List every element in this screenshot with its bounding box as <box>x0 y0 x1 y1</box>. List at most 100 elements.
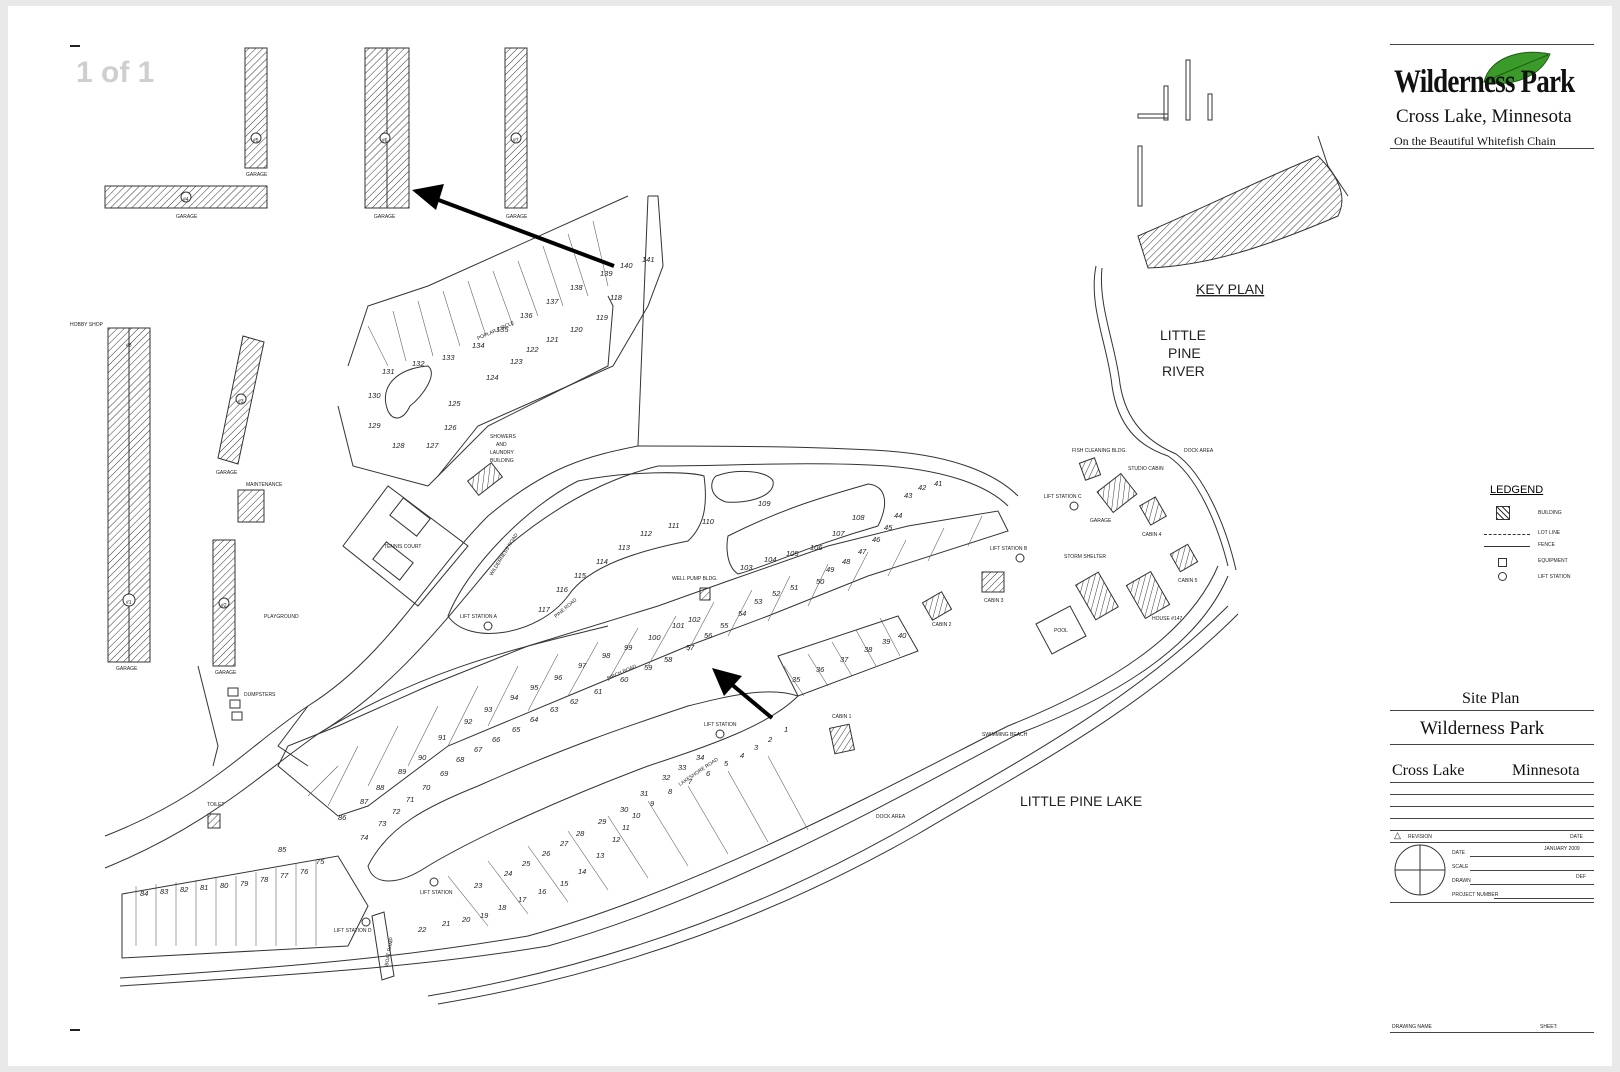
lot-number: 57 <box>686 643 695 652</box>
city: Cross Lake <box>1392 762 1465 779</box>
lot-number: 136 <box>520 311 533 320</box>
shoreline <box>427 265 1239 1005</box>
lot-number: 79 <box>240 879 249 888</box>
lot-number: 132 <box>412 359 425 368</box>
leaf-logo-icon <box>1483 51 1551 84</box>
revision-label: REVISION <box>1408 834 1432 840</box>
house-label: HOUSE #147 <box>1152 616 1183 622</box>
lot-number: 120 <box>570 325 583 334</box>
legend: LEDGEND BUILDING LOT LINE FENCE EQUIPMEN… <box>1482 484 1602 604</box>
svg-text:BUILDING: BUILDING <box>490 458 514 464</box>
toilet-building <box>207 813 221 829</box>
poplar-circle-area <box>337 195 629 487</box>
lot-number: 12 <box>612 835 621 844</box>
lot-number: 128 <box>392 441 405 450</box>
lot-number: 24 <box>503 869 512 878</box>
lot-number: 94 <box>510 693 518 702</box>
lot-number: 119 <box>596 313 609 322</box>
showers-building <box>466 461 504 497</box>
lot-number: 105 <box>786 549 799 558</box>
lot-lines <box>135 220 983 946</box>
lot-number: 51 <box>790 583 798 592</box>
lot-number: 56 <box>704 631 713 640</box>
lift-station-a-label: LIFT STATION A <box>460 614 498 620</box>
dock-area-label: DOCK AREA <box>876 814 906 820</box>
garage-number: #2 <box>221 603 227 609</box>
storm-shelter-label: STORM SHELTER <box>1064 554 1106 560</box>
cabin-5 <box>1169 543 1199 573</box>
project-name: Wilderness Park <box>1420 718 1545 739</box>
garage-label: GARAGE <box>246 172 268 178</box>
playground-label: PLAYGROUND <box>264 614 299 620</box>
cabin-4-label: CABIN 4 <box>1142 532 1162 538</box>
lot-number: 47 <box>858 547 867 556</box>
date-label: DATE <box>1452 850 1465 856</box>
lot-number: 39 <box>882 637 891 646</box>
lot-number: 73 <box>378 819 387 828</box>
cabin-3 <box>981 571 1005 593</box>
lot-number: 27 <box>559 839 569 848</box>
lot-number: 72 <box>392 807 401 816</box>
lot-number: 117 <box>538 605 551 614</box>
lot-number: 53 <box>754 597 763 606</box>
lot-number: 109 <box>758 499 771 508</box>
garage-number-labels: #1#2#3#4#5#6#7#8 <box>126 138 519 609</box>
lot-number: 123 <box>510 357 523 366</box>
lot-number: 124 <box>486 373 499 382</box>
lot-number: 118 <box>610 293 623 302</box>
river-label: PINE <box>1168 345 1201 361</box>
lot-number: 67 <box>474 745 483 754</box>
lot-number: 86 <box>338 813 347 822</box>
lift-station-b-label: LIFT STATION B <box>990 546 1028 552</box>
lot-number: 138 <box>570 283 583 292</box>
tennis-court-area: TENNIS COURT <box>342 485 469 607</box>
lot-number: 90 <box>418 753 427 762</box>
lot-number: 36 <box>816 665 825 674</box>
lot-number: 44 <box>894 511 902 520</box>
legend-item: FENCE <box>1538 542 1555 548</box>
brand-name: Wilderness Park <box>1394 64 1575 100</box>
svg-text:AND: AND <box>496 442 507 448</box>
lot-number: 41 <box>934 479 942 488</box>
fence-swatch <box>1484 546 1530 547</box>
well-pump-building <box>699 587 711 601</box>
maintenance-building <box>237 489 265 523</box>
drawn-value: DEF <box>1576 874 1586 880</box>
lot-number: 62 <box>570 697 579 706</box>
equipment-swatch <box>1498 558 1507 567</box>
lot-number: 95 <box>530 683 539 692</box>
cabin-1 <box>828 723 856 755</box>
lot-number: 64 <box>530 715 538 724</box>
lot-number: 71 <box>406 795 414 804</box>
key-plan-label: KEY PLAN <box>1196 281 1264 297</box>
lot-number: 130 <box>368 391 381 400</box>
lot-number: 111 <box>668 521 679 530</box>
lot-number: 74 <box>360 833 368 842</box>
garage-number: #6 <box>382 138 388 144</box>
garage-number: #8 <box>126 343 132 349</box>
lot-number: 33 <box>678 763 687 772</box>
svg-text:LAUNDRY: LAUNDRY <box>490 450 514 456</box>
lot-number: 77 <box>280 871 289 880</box>
garage-label: GARAGE <box>1090 518 1112 524</box>
garage-building <box>244 47 268 169</box>
lot-number: 63 <box>550 705 559 714</box>
tennis-court-label: TENNIS COURT <box>384 544 421 550</box>
lot-number: 45 <box>884 523 893 532</box>
pointer-arrow <box>427 194 615 268</box>
studio-cabin-label: STUDIO CABIN <box>1128 466 1164 472</box>
lot-number: 133 <box>442 353 455 362</box>
legend-item: LOT LINE <box>1538 530 1561 536</box>
lot-number: 70 <box>422 783 431 792</box>
lot-number: 114 <box>596 557 608 566</box>
lot-number: 52 <box>772 589 781 598</box>
lot-number: 102 <box>688 615 701 624</box>
cabin-1-label: CABIN 1 <box>832 714 852 720</box>
tagline: On the Beautiful Whitefish Chain <box>1394 134 1556 148</box>
garage-label: GARAGE <box>116 666 138 672</box>
east-lots <box>777 615 919 697</box>
lot-number: 66 <box>492 735 501 744</box>
lot-number: 8 <box>668 787 673 796</box>
lot-number: 49 <box>826 565 835 574</box>
lake-label: LITTLE PINE LAKE <box>1020 793 1142 809</box>
